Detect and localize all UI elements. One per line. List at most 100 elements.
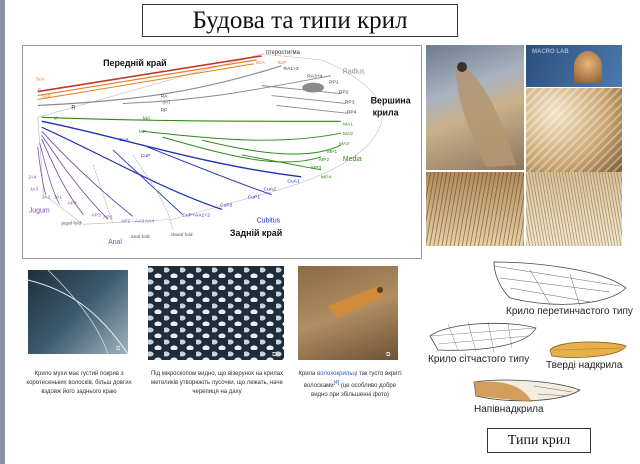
- caption-caddis-rest: так густо вкриті волосками: [303, 371, 402, 389]
- photo-fringe-left: [426, 172, 524, 246]
- vein-label-mp4: MP4: [321, 175, 331, 181]
- vein-label-m: M: [54, 115, 58, 121]
- reference-link[interactable]: [4]: [333, 380, 340, 386]
- cubitus-branch-cua2: [142, 144, 272, 196]
- label-media: Media: [343, 156, 362, 163]
- caddisfly-shape: [456, 62, 516, 167]
- caption-caddisfly: Крила волохокрильці так густо вкриті вол…: [296, 370, 404, 400]
- vein-label-mp1: MP1: [327, 149, 337, 155]
- zoom-icon[interactable]: ⧉: [386, 352, 391, 358]
- caption-butterfly: Під мікроскопом видно, що візерунок на к…: [150, 371, 284, 395]
- left-accent-bar: [0, 0, 5, 464]
- vein-label-cua2: CuA2: [264, 187, 277, 193]
- photo-fringe-right: [526, 172, 622, 246]
- label-pterostigma: птеростигма: [266, 50, 301, 56]
- vein-label-mp: MP: [139, 129, 147, 135]
- label-radius: Radius: [343, 69, 365, 76]
- vein-label-ap1: AP1: [121, 218, 131, 224]
- cubitus-crossvein: [112, 149, 183, 215]
- label-apex-1: Вершина: [371, 95, 412, 105]
- vein-label-ja1: JA1: [54, 195, 63, 201]
- radius-main-vein: [37, 65, 282, 107]
- wing-venation-diagram: Передній край птеростигма Radius Вершина…: [22, 45, 422, 259]
- label-apex-2: крила: [373, 107, 400, 117]
- fly-wing-shape: [28, 270, 128, 354]
- photo-fly-wing: ⧉: [28, 270, 128, 354]
- photo-caddisfly-wood: ⧉: [298, 266, 398, 360]
- vein-label-ap4: AP4: [67, 201, 77, 207]
- photo-watermark: MACRO LAB: [532, 49, 569, 55]
- label-back-edge: Задній край: [230, 228, 282, 238]
- vein-label-rp3: RP3: [345, 99, 355, 105]
- photo-wing-detail-top: MACRO LAB: [526, 45, 622, 87]
- scale-closeup: [574, 51, 602, 83]
- elytra-drawing: [549, 341, 627, 358]
- cubitus-posterior-vein: [41, 126, 223, 211]
- cubitus-anterior-vein: [41, 120, 302, 178]
- vein-label-aa3: AA3: [135, 218, 145, 224]
- vein-label-ma2: MA2: [343, 131, 353, 137]
- wing-types-caption-box: Типи крил: [487, 428, 591, 453]
- photo-caddisfly: [426, 45, 524, 170]
- net-wing-drawing: [429, 321, 537, 353]
- label-anal: Anal: [108, 239, 122, 246]
- scales-pattern: [148, 266, 284, 360]
- vein-label-scp: ScP: [42, 94, 52, 100]
- vein-label-scp-top: ScP: [277, 60, 287, 66]
- vein-label-ra34: RA3+4: [307, 74, 322, 80]
- vein-label-cua1: CuA1: [287, 179, 300, 185]
- zoom-icon[interactable]: ⧉: [272, 352, 277, 358]
- vein-label-ma1: MA1: [343, 121, 353, 127]
- label-claval-fold: claval fold: [170, 232, 192, 238]
- vein-label-ja2: JA2: [42, 195, 51, 201]
- slide-title: Будова та типи крил: [142, 4, 458, 37]
- membranous-wing-drawing: [493, 261, 627, 307]
- label-cubitus: Cubitus: [257, 217, 281, 224]
- vein-label-mp3: MP3: [311, 165, 321, 171]
- vein-label-ma3: MA3: [339, 141, 349, 147]
- label-elytra: Тверді надкрила: [546, 360, 623, 371]
- claval-fold-line: [132, 154, 173, 230]
- jugal-vein-ja2: [37, 147, 47, 195]
- vein-label-rp2: RP2: [339, 90, 349, 96]
- vein-label-cup: CuP: [141, 153, 151, 159]
- fringe-left-texture: [426, 172, 524, 246]
- vein-label-ma: MA: [143, 115, 151, 121]
- costa-vein: [37, 55, 262, 93]
- vein-label-cup2: CuP2: [220, 202, 233, 208]
- vein-label-mp2: MP2: [319, 157, 329, 163]
- vein-label-ap2: AP2: [103, 214, 113, 220]
- jugal-vein-ja1: [39, 142, 60, 205]
- caddisfly-link[interactable]: волохокрильці: [317, 371, 358, 377]
- vein-label-sca: ScA: [36, 77, 46, 83]
- hemelytra-drawing: [473, 379, 581, 402]
- radius-posterior-vein: [122, 75, 332, 104]
- hairs-texture: [526, 88, 622, 172]
- wing-venation-svg: Передній край птеростигма Radius Вершина…: [28, 50, 412, 246]
- label-jugal-fold: jugal fold: [61, 220, 82, 226]
- radius-branch-rp2: [261, 85, 341, 94]
- media-branch-mp3: [241, 154, 322, 171]
- anal-fold-line: [92, 164, 114, 225]
- subcosta-anterior-vein: [37, 59, 257, 97]
- vein-label-cua: CuA: [119, 137, 129, 143]
- label-hemelytra: Напівнадкрила: [474, 404, 544, 415]
- vein-label-ra12: RA1+2: [283, 66, 298, 72]
- vein-label-ja4: JA4: [28, 175, 37, 181]
- anal-vein-ap2: [41, 134, 109, 220]
- photo-butterfly-scales: ⧉: [148, 266, 284, 360]
- vein-label-sca-top: ScA: [256, 60, 266, 66]
- anal-vein-ap3: [41, 138, 84, 215]
- vein-label-rp1: RP1: [329, 80, 339, 86]
- vein-label-cup-aa: CuP+AA1+2: [182, 212, 210, 218]
- wing-outline: [37, 53, 383, 225]
- label-anal-fold: anal fold: [131, 234, 150, 240]
- vein-label-c: C: [38, 88, 42, 94]
- vein-label-ap3: AP3: [91, 212, 101, 218]
- caption-caddis-tail: (це особливо добре видно при збільшенні …: [311, 383, 397, 398]
- zoom-icon[interactable]: ⧉: [116, 346, 121, 352]
- label-jugum: Jugum: [29, 207, 50, 214]
- media-branch-ma2: [142, 130, 341, 141]
- fringe-right-texture: [526, 172, 622, 246]
- vein-label-cup1: CuP1: [248, 195, 261, 201]
